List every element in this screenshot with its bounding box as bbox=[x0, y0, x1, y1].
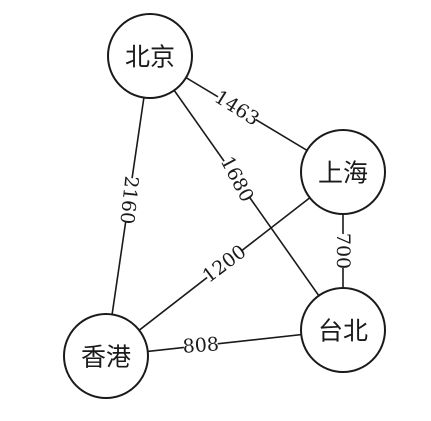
city-node-shanghai: 上海 bbox=[300, 129, 386, 215]
city-node-label: 上海 bbox=[318, 159, 368, 188]
city-node-beijing: 北京 bbox=[107, 13, 193, 99]
city-node-label: 北京 bbox=[125, 43, 175, 72]
city-node-circle bbox=[300, 129, 386, 215]
edge-label-group-shanghai-xianggang: 1200 bbox=[199, 241, 251, 288]
city-node-circle bbox=[63, 313, 149, 399]
distance-label-beijing-taibei: 1680 bbox=[216, 153, 258, 206]
distance-label-xianggang-taibei: 808 bbox=[182, 333, 220, 357]
edge-label-background bbox=[200, 242, 249, 286]
distance-label-shanghai-taibei: 700 bbox=[332, 233, 354, 269]
distance-label-shanghai-xianggang: 1200 bbox=[199, 241, 251, 288]
edge-label-background bbox=[217, 155, 257, 204]
edge-label-group-beijing-shanghai: 1463 bbox=[211, 86, 264, 130]
city-node-xianggang: 香港 bbox=[63, 313, 149, 399]
city-node-label: 台北 bbox=[318, 317, 368, 346]
distance-label-beijing-shanghai: 1463 bbox=[211, 86, 264, 130]
city-node-circle bbox=[300, 287, 386, 373]
edge-label-background bbox=[116, 177, 142, 223]
city-node-label: 香港 bbox=[81, 343, 131, 372]
city-node-taibei: 台北 bbox=[300, 287, 386, 373]
city-node-circle bbox=[107, 13, 193, 99]
edge-label-background bbox=[212, 88, 261, 129]
distance-label-beijing-xianggang: 2160 bbox=[115, 175, 142, 225]
edge-label-background bbox=[333, 234, 353, 268]
edge-label-group-beijing-xianggang: 2160 bbox=[115, 175, 142, 225]
edge-label-group-beijing-taibei: 1680 bbox=[216, 153, 258, 206]
edge-label-group-xianggang-taibei: 808 bbox=[182, 333, 220, 357]
edge-label-group-shanghai-taibei: 700 bbox=[332, 233, 354, 269]
edge-label-background bbox=[183, 334, 219, 357]
